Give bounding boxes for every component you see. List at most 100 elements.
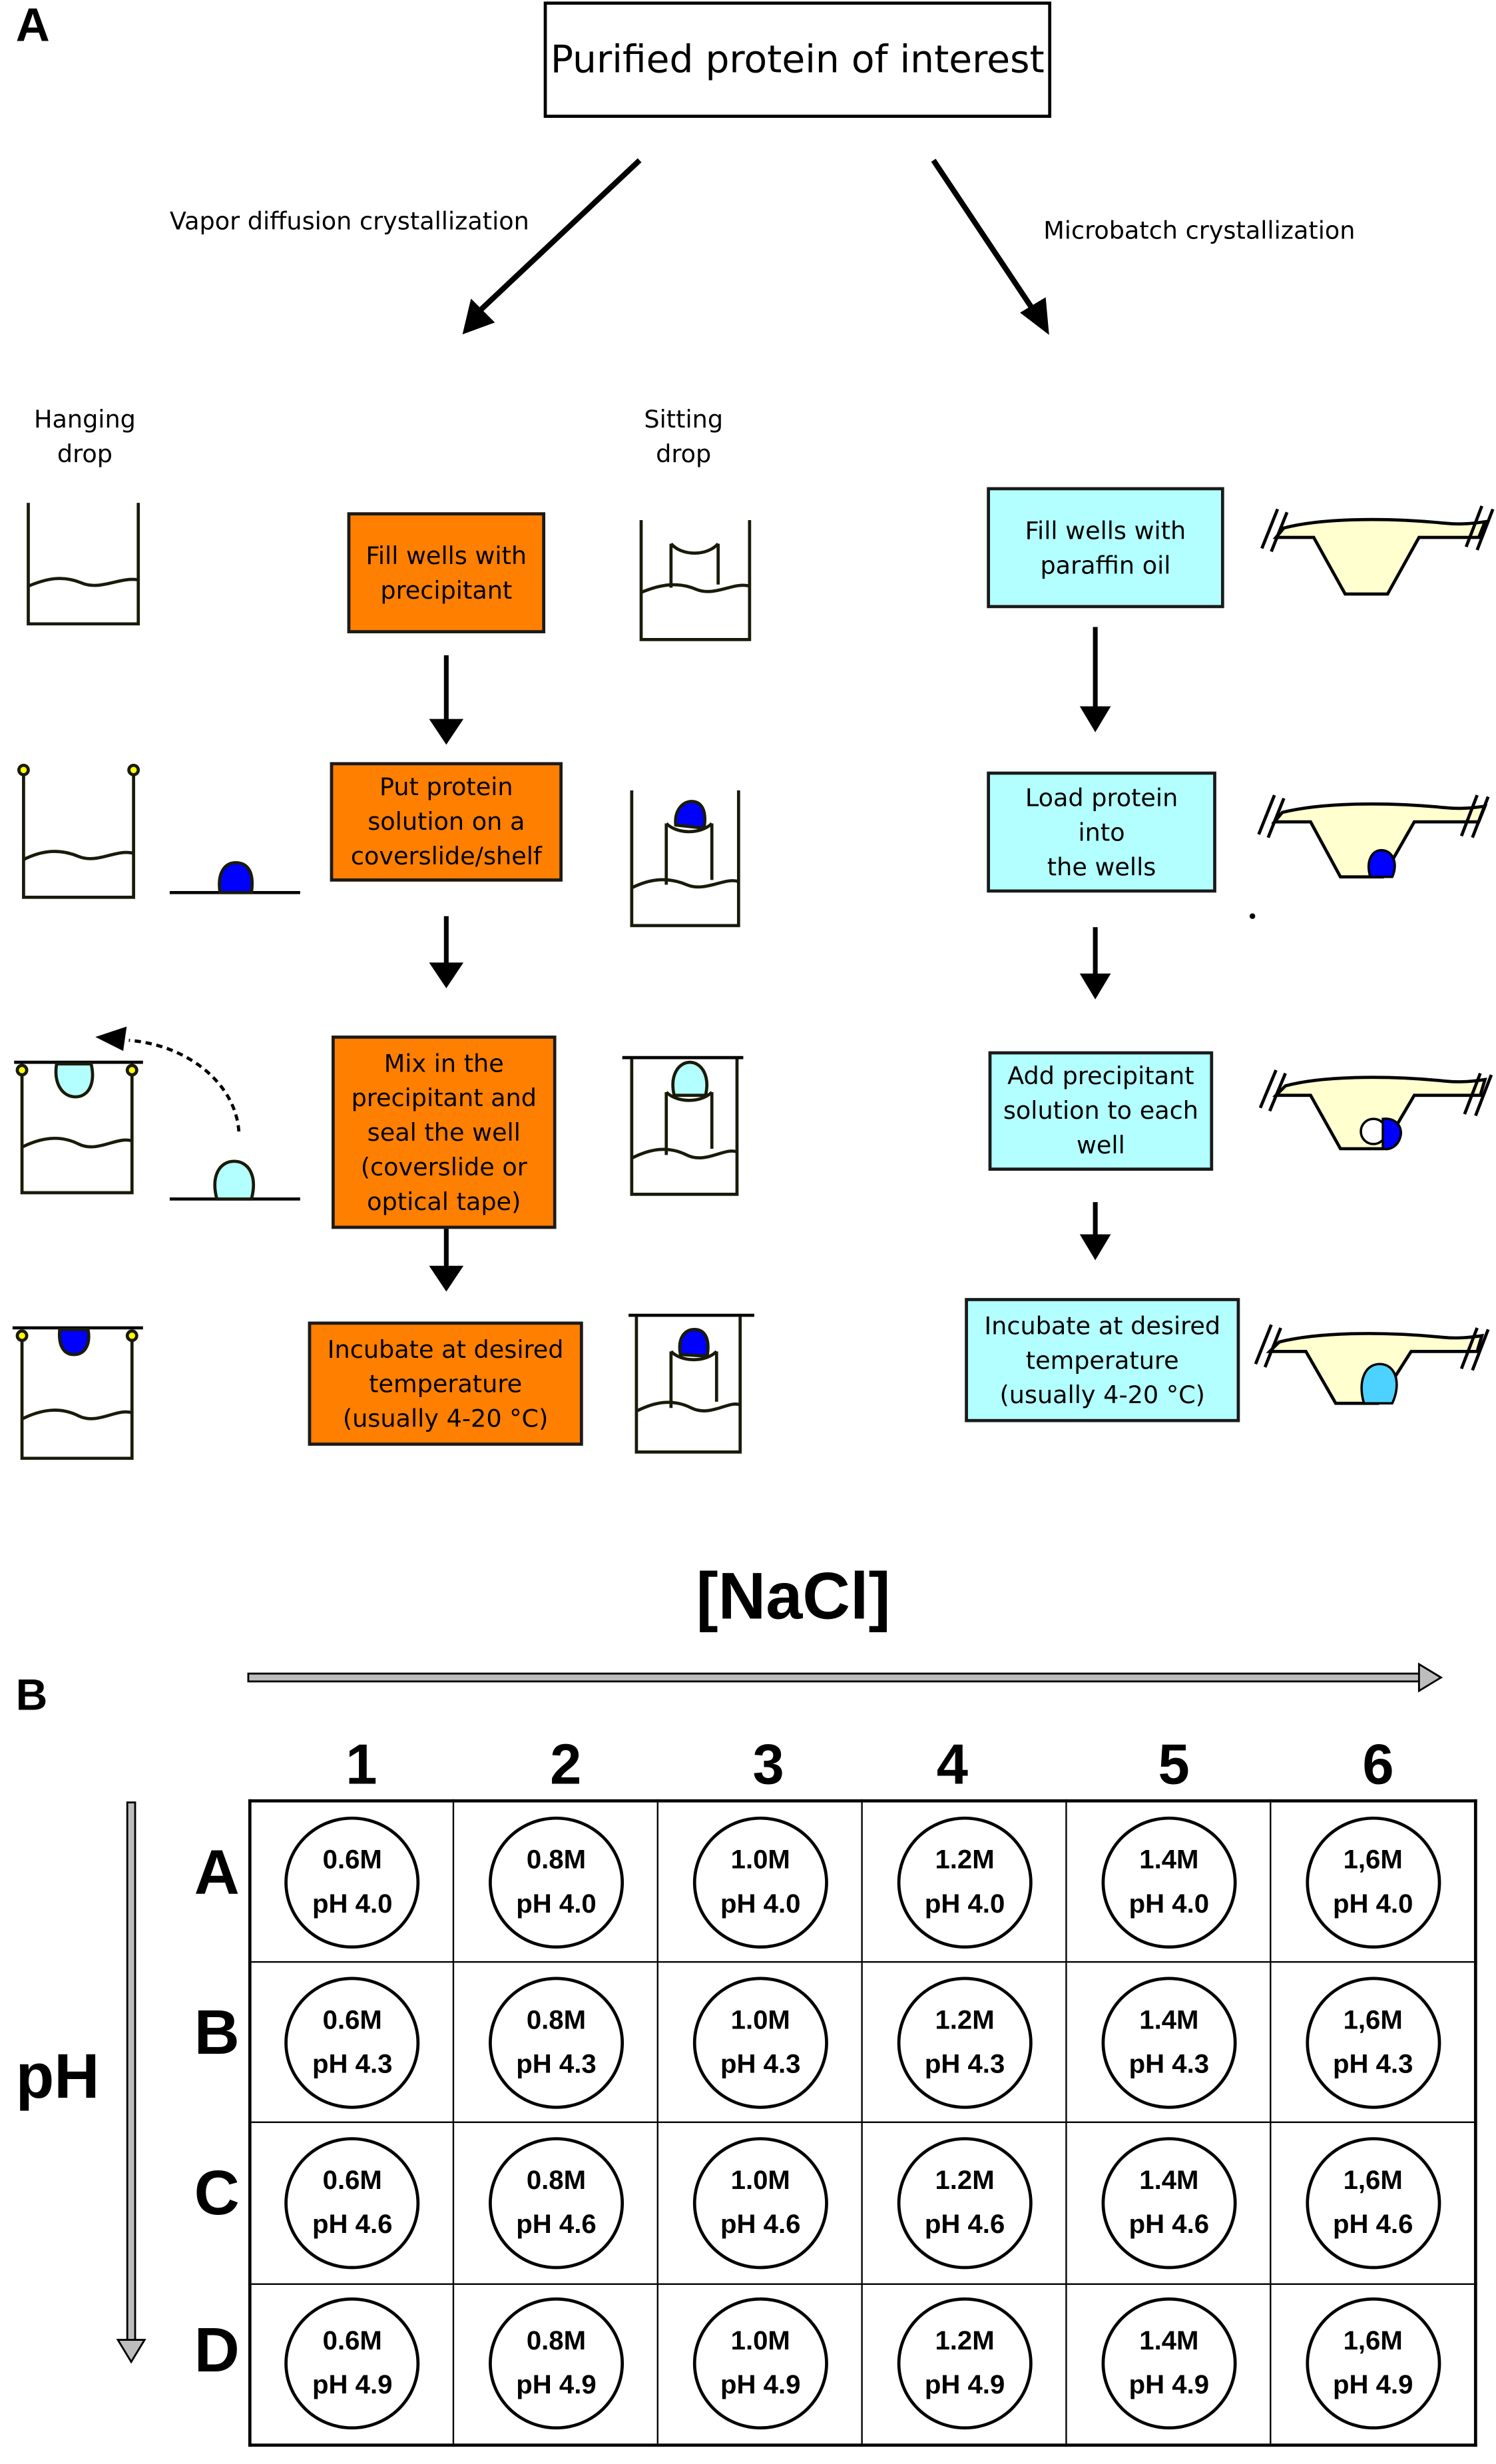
plate-cell: 0.8M pH 4.3: [453, 1961, 660, 2124]
column-number: 2: [550, 1731, 582, 1797]
step-line: (coverslide or: [360, 1152, 527, 1181]
column-number: 6: [1362, 1731, 1394, 1797]
plate-cell: 1,6M pH 4.9: [1270, 2282, 1477, 2446]
dashed-flip-arrow: [95, 1026, 241, 1132]
step-line: well: [1076, 1131, 1125, 1160]
ph-arrow: [116, 1801, 146, 2364]
row-label: B: [194, 1999, 240, 2068]
step-line: temperature: [1025, 1346, 1179, 1375]
well-concentration: 0.8M: [526, 2165, 587, 2196]
vapor-diffusion-label: Vapor diffusion crystallization: [169, 207, 529, 236]
panel-a-illustrations: [12, 158, 1495, 1460]
well-concentration: 0.8M: [526, 2004, 587, 2035]
sitting-line-1: Sitting: [644, 405, 724, 434]
well-circle: 1.4M pH 4.9: [1101, 2298, 1237, 2430]
step-line: precipitant: [380, 575, 513, 605]
microbatch-arrow-1: [1079, 627, 1111, 733]
sitting-drop-header: Sitting drop: [621, 402, 746, 471]
ph-axis-label: pH: [15, 2042, 100, 2112]
vapor-arrow-3: [429, 1229, 464, 1292]
well-circle: 1,6M pH 4.9: [1305, 2298, 1441, 2430]
step-line: precipitant and: [351, 1083, 537, 1112]
column-number: 5: [1158, 1731, 1190, 1797]
row-label: C: [194, 2159, 240, 2229]
well-concentration: 1,6M: [1343, 2326, 1403, 2356]
microbatch-arrow-3: [1079, 1202, 1111, 1261]
well-ph: pH 4.6: [516, 2209, 597, 2240]
microbatch-step-3: Add precipitant solution to each well: [988, 1051, 1214, 1171]
plate-cell: 1.0M pH 4.3: [657, 1961, 864, 2124]
well-circle: 1.0M pH 4.3: [692, 1977, 828, 2109]
vapor-arrow-1: [429, 655, 464, 745]
well-concentration: 1.4M: [1139, 2326, 1199, 2356]
step-line: Fill wells with: [366, 541, 527, 570]
well-ph: pH 4.9: [516, 2370, 597, 2401]
well-ph: pH 4.9: [312, 2370, 393, 2401]
step-line: optical tape): [367, 1187, 521, 1216]
coverslide-with-drop: [169, 861, 300, 894]
hanging-well-4: [12, 1326, 143, 1460]
well-concentration: 1.2M: [935, 2165, 995, 2196]
well-ph: pH 4.0: [720, 1888, 801, 1919]
hanging-line-1: Hanging: [33, 405, 136, 434]
well-ph: pH 4.6: [1332, 2209, 1413, 2240]
vapor-step-1: Fill wells with precipitant: [347, 512, 546, 633]
microbatch-well-1: [1260, 505, 1495, 596]
well-concentration: 1.4M: [1139, 2165, 1199, 2196]
vapor-arrow-2: [429, 916, 464, 989]
nacl-axis-label: [NaCl]: [696, 1558, 891, 1633]
well-concentration: 0.6M: [322, 2004, 382, 2035]
well-concentration: 1.0M: [730, 2004, 790, 2035]
step-line: Incubate at desired: [984, 1311, 1221, 1340]
well-ph: pH 4.3: [924, 2048, 1005, 2079]
well-ph: pH 4.3: [720, 2048, 801, 2079]
sitting-well-4: [628, 1313, 754, 1454]
well-ph: pH 4.9: [1128, 2370, 1210, 2401]
well-concentration: 0.8M: [526, 2326, 587, 2356]
microbatch-well-2: [1257, 794, 1490, 879]
well-concentration: 0.6M: [322, 2165, 382, 2196]
well-concentration: 1.0M: [730, 2165, 790, 2196]
well-ph: pH 4.9: [720, 2370, 801, 2401]
well-concentration: 1.4M: [1139, 1844, 1199, 1875]
step-line: solution on a: [368, 807, 525, 836]
well-concentration: 1.0M: [730, 2326, 790, 2356]
step-line: solution to each: [1003, 1097, 1198, 1125]
arrow-to-microbatch: [931, 158, 1049, 335]
well-concentration: 0.6M: [322, 1844, 382, 1875]
row-label: D: [194, 2316, 240, 2386]
title-box: Purified protein of interest: [543, 1, 1052, 118]
step-line: Put protein: [379, 772, 513, 802]
step-line: Add precipitant: [1007, 1062, 1194, 1091]
well-ph: pH 4.3: [1128, 2048, 1210, 2079]
hanging-line-2: drop: [57, 440, 113, 469]
well-ph: pH 4.3: [516, 2048, 597, 2079]
well-concentration: 1.2M: [935, 2326, 995, 2356]
well-ph: pH 4.6: [1128, 2209, 1210, 2240]
plate-cell: 1.4M pH 4.9: [1066, 2282, 1272, 2446]
panel-a-label: A: [15, 0, 50, 52]
well-ph: pH 4.9: [1332, 2370, 1413, 2401]
